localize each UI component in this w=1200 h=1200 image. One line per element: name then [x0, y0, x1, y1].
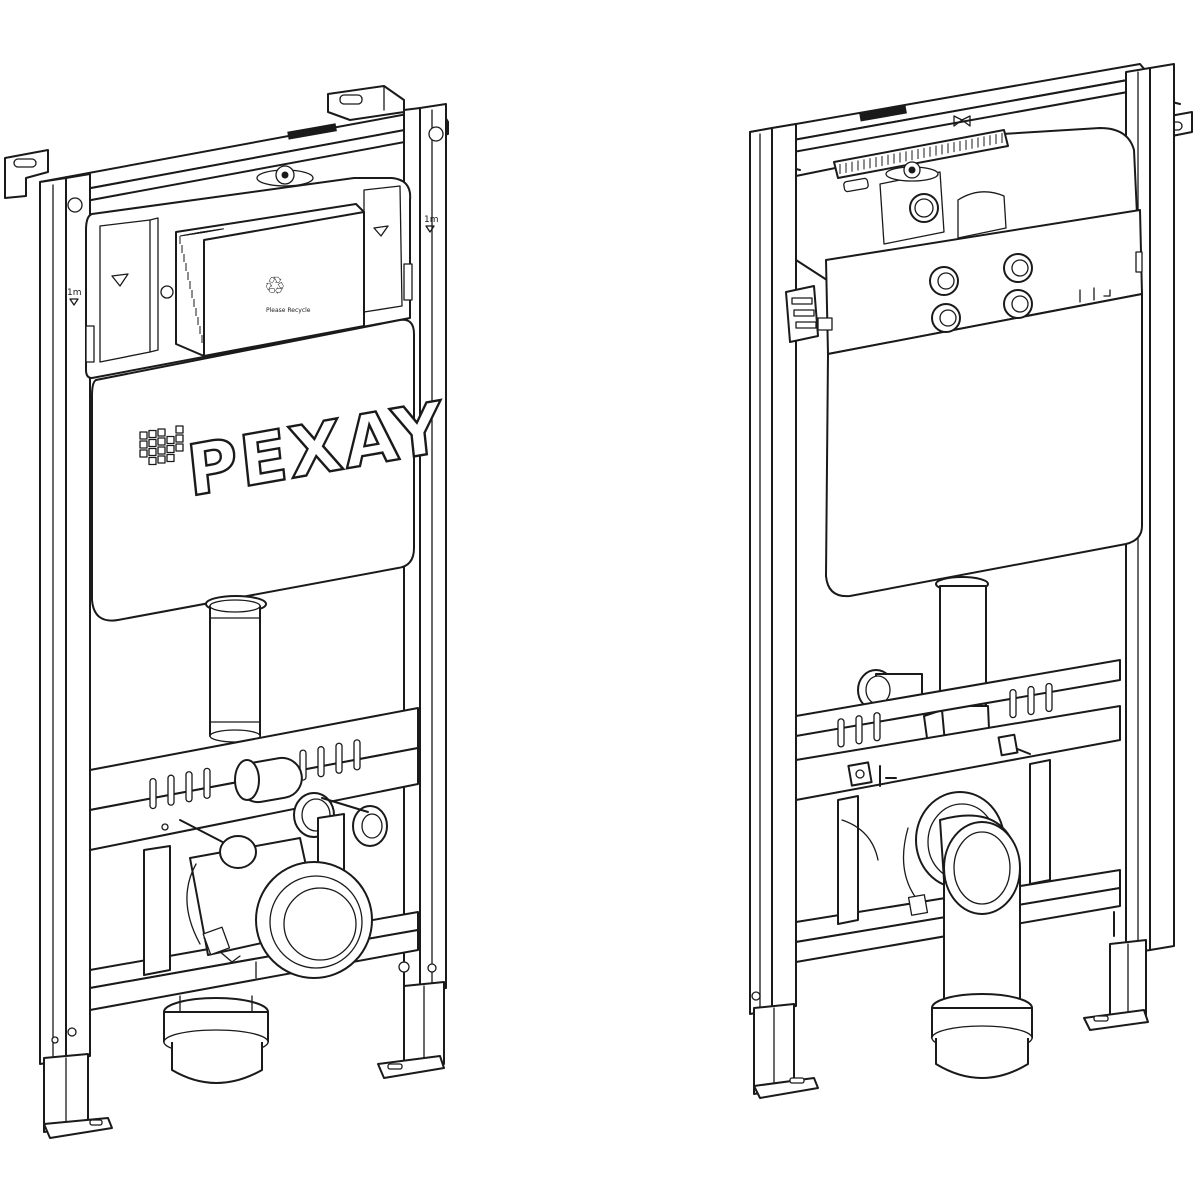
recycle-text: Please Recycle	[266, 307, 311, 314]
cartridge-fins	[179, 228, 225, 343]
front-drain-outlet	[163, 961, 410, 1084]
height-arrow-icon	[425, 225, 435, 233]
crossbar-slot	[203, 767, 211, 799]
front-cover-panel: PEXAY	[91, 318, 450, 622]
logo-grid-cell	[139, 449, 148, 458]
water-inlet-icon	[885, 161, 939, 182]
height-mark-label: 1m	[424, 215, 439, 225]
front-right-leg	[377, 981, 445, 1079]
rear-inlet-ports	[929, 253, 1033, 333]
front-top-right-bracket	[327, 85, 405, 121]
rear-top-label-plate	[859, 105, 907, 122]
logo-grid-cell	[139, 431, 148, 440]
logo-grid-cell	[175, 425, 184, 434]
front-pan-connector	[186, 835, 373, 979]
front-view-frame: 1m 1m	[4, 85, 450, 1139]
logo-grid-cell	[166, 435, 175, 445]
logo-grid-cell	[175, 443, 184, 452]
front-left-leg	[43, 1053, 113, 1139]
logo-grid-cell	[148, 447, 157, 457]
crossbar-slot	[335, 742, 343, 774]
cartridge-fin	[201, 228, 225, 234]
logo-grid-cell	[148, 429, 157, 439]
crossbar-slot	[353, 739, 361, 771]
water-inlet-icon	[256, 165, 314, 187]
crossbar-slot	[317, 746, 325, 778]
logo-grid-cell	[139, 440, 148, 449]
height-arrow-icon	[69, 298, 79, 306]
crossbar-slot	[149, 777, 157, 810]
logo-grid-cell	[157, 455, 166, 464]
rear-right-leg	[1083, 911, 1149, 1031]
front-flush-pipe	[205, 595, 267, 743]
logo-grid-cell	[148, 456, 157, 466]
crossbar-slot	[167, 774, 175, 806]
crossbar-slot	[1009, 688, 1017, 719]
front-top-left-bracket	[4, 149, 49, 199]
crossbar-slot	[1027, 685, 1035, 716]
brand-logo-grid-icon	[139, 425, 184, 466]
recycle-icon: ♲	[264, 272, 286, 300]
logo-grid-cell	[157, 437, 166, 446]
logo-grid-cell	[157, 428, 166, 437]
logo-grid-cell	[166, 453, 175, 463]
crossbar-slot	[837, 718, 845, 748]
rear-left-post	[749, 123, 797, 1015]
rear-pan-bend	[841, 791, 1021, 1021]
logo-grid-cell	[157, 446, 166, 455]
front-left-post	[39, 173, 91, 1065]
rear-left-leg	[753, 1003, 819, 1099]
crossbar-slot	[1045, 682, 1053, 713]
rear-side-clip	[785, 285, 833, 343]
height-mark-label: 1m	[67, 288, 82, 298]
logo-grid-cell	[175, 434, 184, 443]
rear-drain-outlet	[931, 993, 1033, 1079]
front-height-mark-right: 1m	[424, 215, 439, 233]
rear-view-frame	[749, 63, 1193, 1099]
logo-grid-cell	[166, 444, 175, 454]
front-top-label-plate	[287, 123, 337, 140]
front-service-cartridge: ♲ Please Recycle	[175, 203, 365, 357]
rear-cistern-body	[785, 209, 1143, 598]
crossbar-slot	[873, 712, 881, 742]
crossbar-slot	[185, 771, 193, 803]
logo-grid-cell	[148, 438, 157, 448]
front-height-mark-left: 1m	[67, 288, 82, 306]
rear-middle-crossbar	[795, 659, 1121, 801]
crossbar-slot	[855, 715, 863, 745]
rear-top-marker	[953, 115, 971, 127]
